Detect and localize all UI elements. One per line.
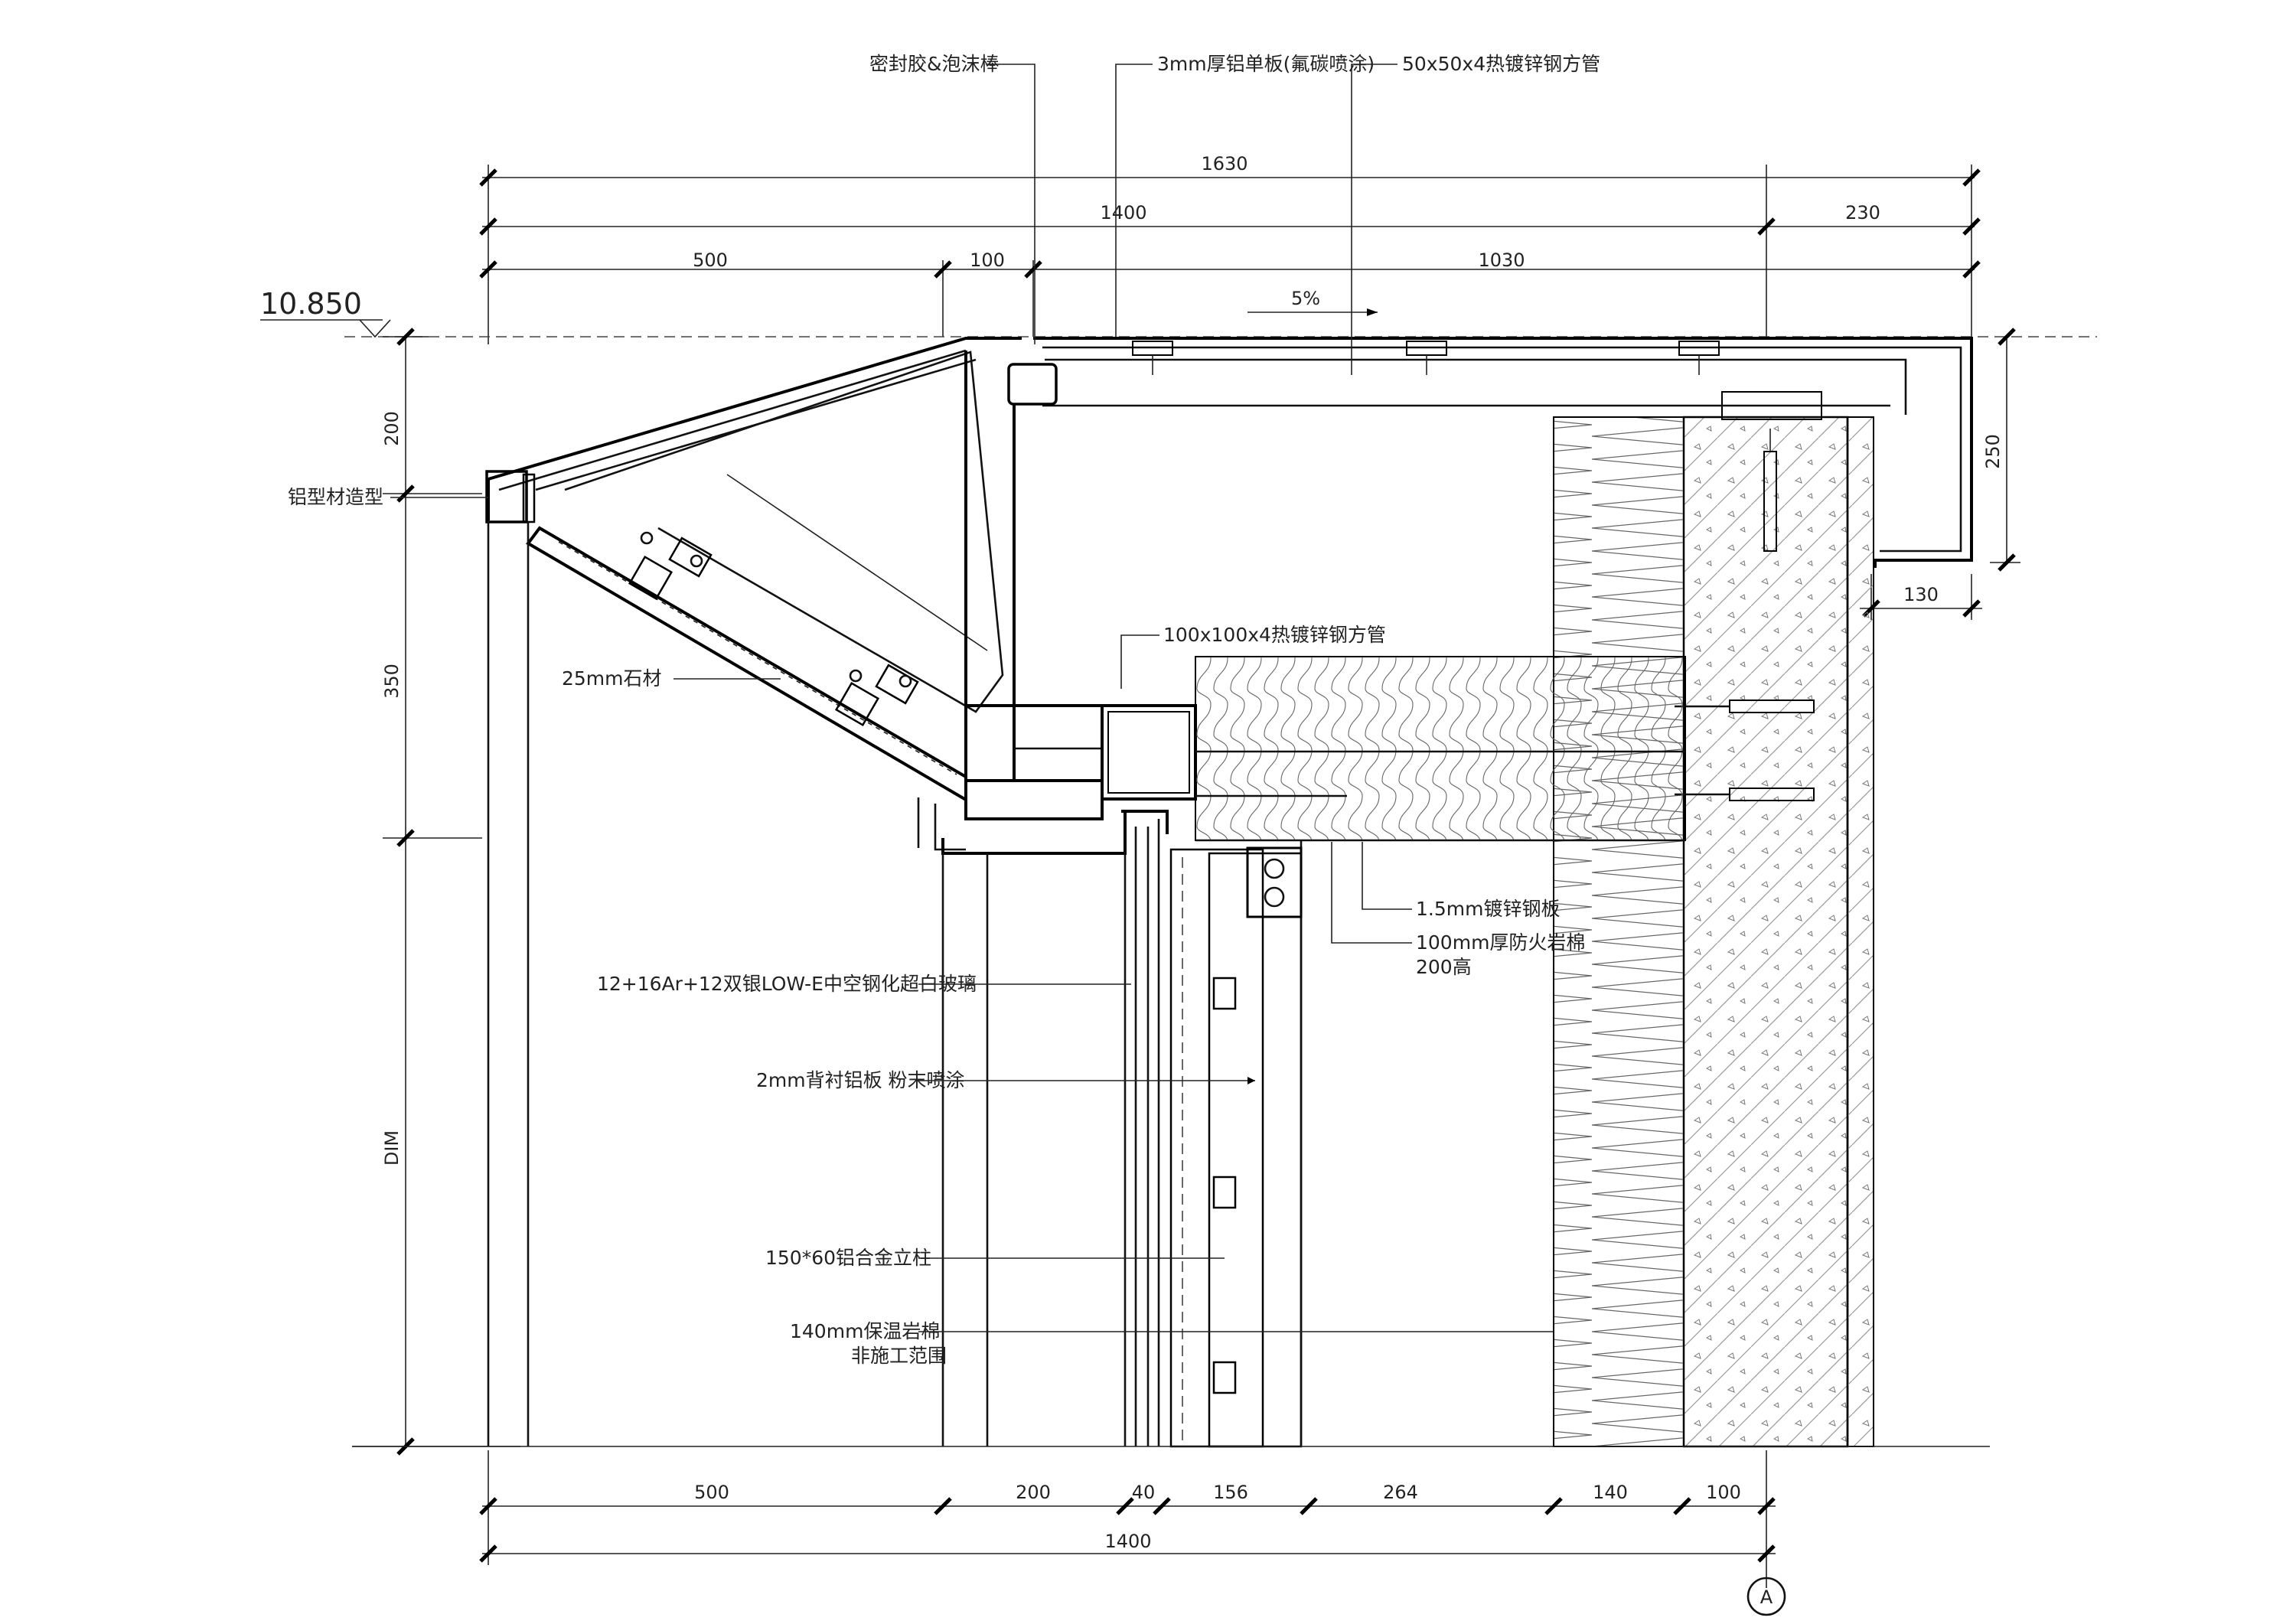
dim-bottom-total: 1400 <box>1104 1531 1151 1552</box>
dim-bottom-264: 264 <box>1383 1482 1418 1503</box>
fire-rockwool-100 <box>1195 656 1686 842</box>
dim-right-130: 130 <box>1903 584 1939 605</box>
dim-bottom-100: 100 <box>1706 1482 1741 1503</box>
back-aluminium-panel <box>1169 848 1264 1448</box>
dim-top-500: 500 <box>693 249 728 271</box>
dim-left-dim: DIM <box>381 1130 403 1166</box>
level-mark: 10.850 <box>260 287 2097 338</box>
dim-left-200: 200 <box>381 411 403 446</box>
top-dimensions: 1630 1400 230 500 100 1030 <box>479 153 1981 344</box>
label-stone: 25mm石材 <box>562 667 662 690</box>
label-steel-tube-small: 50x50x4热镀锌钢方管 <box>1402 53 1600 75</box>
slope-label: 5% <box>1291 288 1320 309</box>
label-out-of-scope: 非施工范围 <box>851 1345 947 1367</box>
glass-and-mullion <box>1121 810 1303 1448</box>
dim-bottom-500: 500 <box>694 1482 729 1503</box>
dim-top-1030: 1030 <box>1478 249 1525 271</box>
concrete-wall <box>1682 416 1874 1448</box>
grid-axis-label: A <box>1760 1586 1773 1608</box>
dim-bottom-156: 156 <box>1213 1482 1248 1503</box>
label-glass: 12+16Ar+12双银LOW-E中空钢化超白玻璃 <box>597 973 977 995</box>
dim-bottom-140: 140 <box>1593 1482 1628 1503</box>
dim-bottom-40: 40 <box>1132 1482 1156 1503</box>
steel-tube-100 <box>1101 704 1197 801</box>
aluminium-mullion <box>1208 852 1303 1448</box>
right-dimensions: 250 130 <box>1860 328 2020 620</box>
dim-left-350: 350 <box>381 664 403 699</box>
label-rockwool-fire: 100mm厚防火岩棉 <box>1416 931 1585 954</box>
annotation-labels: 密封胶&泡沫棒 3mm厚铝单板(氟碳喷涂) 50x50x4热镀锌钢方管 铝型材造… <box>288 53 1600 1367</box>
label-sealant: 密封胶&泡沫棒 <box>869 53 1000 75</box>
sloped-canopy <box>485 337 1022 803</box>
dim-top-1400: 1400 <box>1100 202 1146 223</box>
label-steel-tube-large: 100x100x4热镀锌钢方管 <box>1163 624 1386 646</box>
label-mullion: 150*60铝合金立柱 <box>765 1247 931 1269</box>
dim-top-100: 100 <box>970 249 1005 271</box>
dim-right-250: 250 <box>1982 434 2004 469</box>
grid-axis-marker: A <box>1746 1577 1786 1616</box>
base-verticals <box>352 520 1990 1447</box>
coping-panel: 5% <box>1007 288 1973 568</box>
level-value: 10.850 <box>260 287 362 321</box>
label-al-profile: 铝型材造型 <box>288 486 383 508</box>
bottom-dimensions: 500 200 40 156 264 140 100 1400 <box>479 1450 1776 1588</box>
dim-top-total: 1630 <box>1201 153 1247 174</box>
insulation-rockwool-140 <box>1553 416 1684 1447</box>
label-rockwool-insul: 140mm保温岩棉 <box>790 1320 940 1342</box>
dim-bottom-200: 200 <box>1016 1482 1051 1503</box>
label-galv-sheet: 1.5mm镀锌钢板 <box>1416 898 1560 920</box>
label-rockwool-fire-height: 200高 <box>1416 956 1472 978</box>
stone-brackets <box>628 531 919 727</box>
label-al-panel: 3mm厚铝单板(氟碳喷涂) <box>1157 53 1375 75</box>
top-fasteners <box>1132 341 1720 375</box>
steel-frame-mid <box>917 704 1197 855</box>
steel-tube-50 <box>1007 363 1058 406</box>
aluminium-nose-profile <box>485 470 528 523</box>
mullion-connector <box>1246 846 1303 918</box>
dim-top-230: 230 <box>1845 202 1880 223</box>
